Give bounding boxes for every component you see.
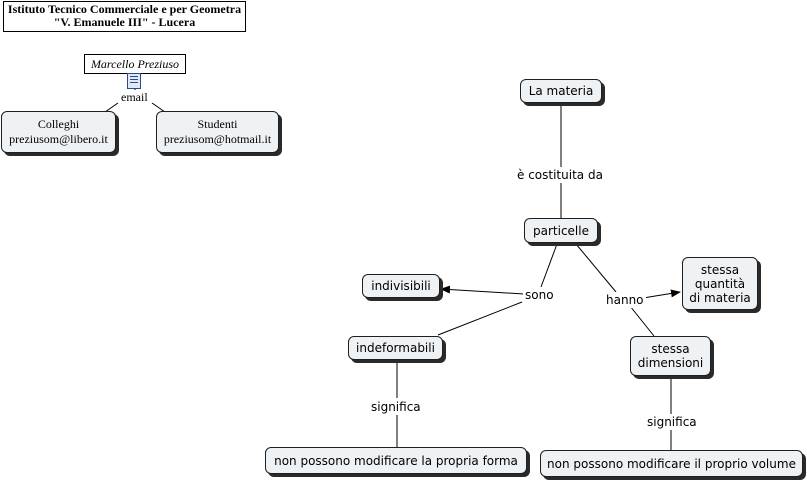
school-header: Istituto Tecnico Commerciale e per Geome… xyxy=(3,1,246,32)
contact-colleghi-email[interactable]: preziusom@libero.it xyxy=(9,132,108,146)
concept-particelle[interactable]: particelle xyxy=(524,218,598,243)
contact-colleghi[interactable]: Colleghi preziusom@libero.it xyxy=(1,111,116,153)
concept-stessa-dimensioni[interactable]: stessa dimensioni xyxy=(630,336,711,376)
contact-colleghi-title: Colleghi xyxy=(37,117,80,131)
link-email-studenti xyxy=(151,102,166,113)
link-sono-indeformabili xyxy=(437,301,523,336)
author-name: Marcello Preziuso xyxy=(84,54,186,74)
concept-volume[interactable]: non possono modificare il proprio volume xyxy=(540,450,803,477)
concept-stessa-quantita[interactable]: stessa quantità di materia xyxy=(682,257,758,310)
link-hanno-dimensioni xyxy=(629,305,655,337)
contact-studenti[interactable]: Studenti preziusom@hotmail.it xyxy=(156,111,279,153)
link-email-colleghi xyxy=(104,102,119,113)
concept-la-materia[interactable]: La materia xyxy=(520,79,602,103)
document-icon[interactable] xyxy=(127,73,141,89)
contact-studenti-email[interactable]: preziusom@hotmail.it xyxy=(163,132,272,146)
link-hanno-quantita xyxy=(642,289,681,299)
link-label-significa-volume: significa xyxy=(645,414,699,430)
email-label: email xyxy=(119,90,150,104)
school-name: Istituto Tecnico Commerciale e per Geome… xyxy=(7,2,242,16)
concept-forma[interactable]: non possono modificare la propria forma xyxy=(265,447,527,474)
link-label-costituita: è costituita da xyxy=(515,167,605,183)
concept-indeformabili[interactable]: indeformabili xyxy=(348,336,443,360)
link-particelle-sono xyxy=(540,243,558,288)
link-sono-indivisibili xyxy=(440,285,525,295)
link-label-significa-forma: significa xyxy=(369,399,423,415)
school-location: "V. Emanuele III" - Lucera xyxy=(53,15,196,29)
link-particelle-hanno xyxy=(575,243,617,293)
link-label-sono: sono xyxy=(523,287,556,303)
link-label-hanno: hanno xyxy=(604,292,646,308)
contact-studenti-title: Studenti xyxy=(197,117,238,131)
concept-indivisibili[interactable]: indivisibili xyxy=(362,274,440,298)
